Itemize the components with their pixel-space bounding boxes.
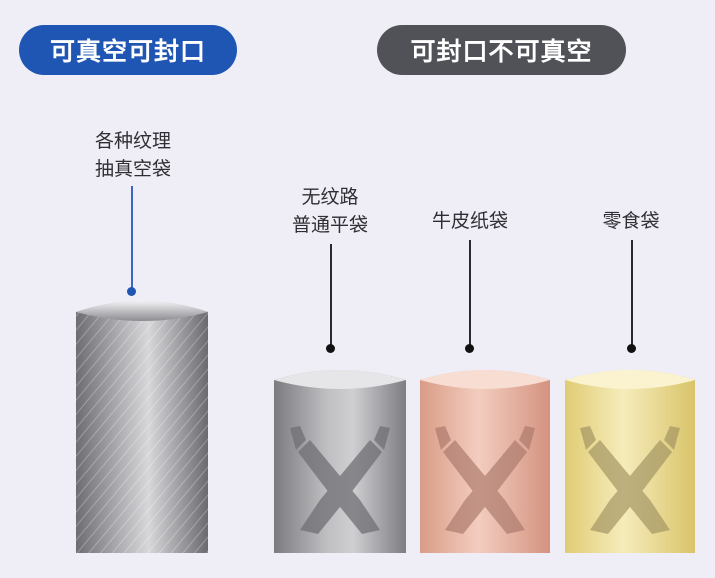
plain-flat-bag: [274, 370, 406, 553]
leader-line-kraft: [469, 240, 471, 348]
pointer-dot-textured: [127, 287, 136, 296]
textured-vacuum-bag: [76, 301, 208, 553]
caption-snack-bag: 零食袋: [602, 210, 660, 232]
vacuum-sealable-header: 可真空可封口: [19, 25, 237, 75]
caption-kraft-bag: 牛皮纸袋: [431, 210, 508, 232]
snack-bag: [565, 370, 695, 553]
kraft-paper-bag: [420, 370, 550, 553]
caption-plain-bag: 无纹路普通平袋: [291, 186, 368, 236]
pointer-dot-plain: [326, 344, 335, 353]
caption-textured-bag: 各种纹理抽真空袋: [94, 130, 171, 180]
seal-only-header: 可封口不可真空: [377, 25, 626, 75]
leader-line-snack: [631, 240, 633, 348]
pointer-dot-snack: [627, 344, 636, 353]
leader-line-textured: [131, 186, 133, 291]
pointer-dot-kraft: [465, 344, 474, 353]
leader-line-plain: [330, 244, 332, 348]
